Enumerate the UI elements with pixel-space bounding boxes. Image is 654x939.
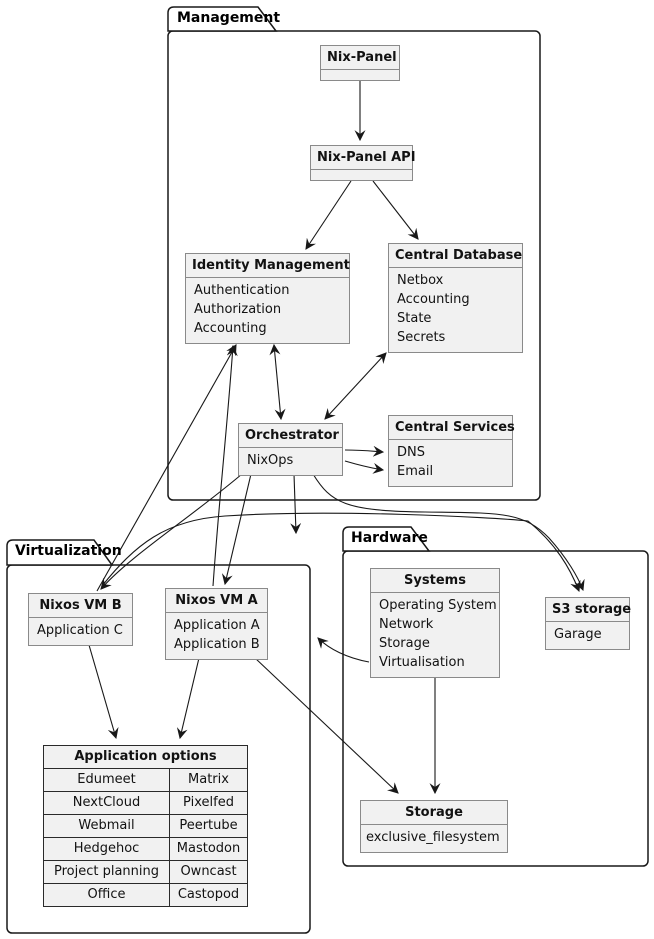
cell-edumeet: Edumeet	[44, 769, 170, 791]
node-nix-panel-api-title: Nix-Panel API	[311, 146, 416, 170]
edge-orchestrator-to-dns	[344, 445, 385, 457]
node-storage: Storage exclusive_filesystem	[360, 800, 508, 853]
vma-row-application-a: Application A	[174, 618, 260, 633]
node-systems-title: Systems	[371, 569, 499, 593]
package-label-hardware: Hardware	[351, 530, 428, 546]
cell-matrix: Matrix	[188, 772, 229, 787]
cell-peertube: Peertube	[179, 818, 238, 833]
node-s3-storage-title: S3 storage	[546, 598, 631, 622]
edge-systems-to-virtualization	[317, 637, 370, 663]
vma-row-application-b: Application B	[174, 637, 260, 652]
edge-api-to-identity	[305, 180, 352, 250]
cell-office: Office	[44, 884, 170, 906]
node-nix-panel-api-body	[311, 170, 412, 180]
identity-row-authorization: Authorization	[194, 302, 282, 317]
systems-row-network: Network	[379, 617, 434, 632]
identity-row-accounting: Accounting	[194, 321, 267, 336]
table-row: Hedgehoc Mastodon	[44, 838, 247, 861]
node-application-options: Application options Edumeet Matrix NextC…	[43, 745, 248, 907]
cell-castopod: Castopod	[177, 887, 240, 902]
edge-orchestrator-to-email	[344, 460, 385, 474]
table-row: Edumeet Matrix	[44, 769, 247, 792]
cell-webmail: Webmail	[44, 815, 170, 837]
cell-pixelfed: Pixelfed	[183, 795, 234, 810]
edge-vma-to-appoptions	[176, 657, 200, 740]
cell-nextcloud: NextCloud	[44, 792, 170, 814]
table-row: NextCloud Pixelfed	[44, 792, 247, 815]
cell-owncast: Owncast	[180, 864, 237, 879]
edge-vma-to-storage	[254, 657, 399, 794]
package-label-virtualization: Virtualization	[15, 543, 122, 559]
node-orchestrator: Orchestrator NixOps	[238, 423, 343, 476]
database-row-state: State	[397, 311, 432, 326]
cell-hedgehoc: Hedgehoc	[44, 838, 170, 860]
package-management-outline	[167, 30, 541, 501]
edge-orchestrator-to-vmb	[100, 473, 243, 590]
node-s3-storage: S3 storage Garage	[545, 597, 631, 650]
s3-row-garage: Garage	[554, 627, 602, 642]
package-label-management: Management	[177, 10, 281, 26]
services-row-email: Email	[397, 464, 434, 479]
node-nixos-vm-b-title: Nixos VM B	[29, 594, 132, 618]
table-row: Project planning Owncast	[44, 861, 247, 884]
package-virtualization-tab	[6, 539, 114, 566]
edge-vma-to-identity	[212, 344, 238, 587]
edge-orchestrator-to-s3	[312, 473, 585, 592]
edge-database-orchestrator	[324, 352, 387, 420]
node-storage-title: Storage	[361, 801, 507, 825]
node-identity-management: Identity Management Authentication Autho…	[185, 253, 350, 344]
application-options-title: Application options	[44, 746, 247, 769]
node-central-database: Central Database Netbox Accounting State…	[388, 243, 523, 353]
systems-row-storage: Storage	[379, 636, 430, 651]
node-orchestrator-title: Orchestrator	[239, 424, 342, 448]
edge-vmb-to-appoptions	[88, 644, 119, 740]
node-systems: Systems Operating System Network Storage…	[370, 568, 500, 678]
node-nixos-vm-a: Nixos VM A Application A Application B	[165, 588, 268, 660]
package-hardware-tab	[342, 526, 431, 552]
edge-api-to-database	[372, 180, 419, 240]
database-row-secrets: Secrets	[397, 330, 446, 345]
cell-project-planning: Project planning	[44, 861, 170, 883]
node-nix-panel-title: Nix-Panel	[321, 46, 399, 70]
node-identity-management-title: Identity Management	[186, 254, 350, 278]
node-central-database-title: Central Database	[389, 244, 522, 268]
node-nix-panel-api: Nix-Panel API	[310, 145, 416, 181]
table-row: Office Castopod	[44, 884, 247, 906]
edge-orchestrator-to-virtualization	[290, 473, 302, 535]
systems-row-os: Operating System	[379, 598, 497, 613]
vmb-row-application-c: Application C	[37, 623, 123, 638]
identity-row-authentication: Authentication	[194, 283, 290, 298]
cell-mastodon: Mastodon	[176, 841, 241, 856]
systems-row-virtualisation: Virtualisation	[379, 655, 465, 670]
services-row-dns: DNS	[397, 445, 425, 460]
node-nix-panel-body	[321, 70, 399, 80]
edge-identity-orchestrator	[269, 343, 286, 421]
node-nix-panel: Nix-Panel	[320, 45, 400, 81]
database-row-accounting: Accounting	[397, 292, 470, 307]
node-central-services: Central Services DNS Email	[388, 415, 515, 487]
edge-vmb-to-identity	[96, 344, 237, 592]
table-row: Webmail Peertube	[44, 815, 247, 838]
node-nixos-vm-a-title: Nixos VM A	[166, 589, 267, 613]
node-central-services-title: Central Services	[389, 416, 515, 440]
database-row-netbox: Netbox	[397, 273, 444, 288]
orchestrator-row-nixops: NixOps	[247, 453, 294, 468]
edge-vmb-to-s3	[101, 512, 581, 593]
edge-orchestrator-to-vma	[221, 473, 252, 586]
node-nixos-vm-b: Nixos VM B Application C	[28, 593, 133, 646]
storage-row-exclusive-filesystem: exclusive_filesystem	[366, 830, 500, 845]
package-management-tab	[167, 6, 278, 32]
